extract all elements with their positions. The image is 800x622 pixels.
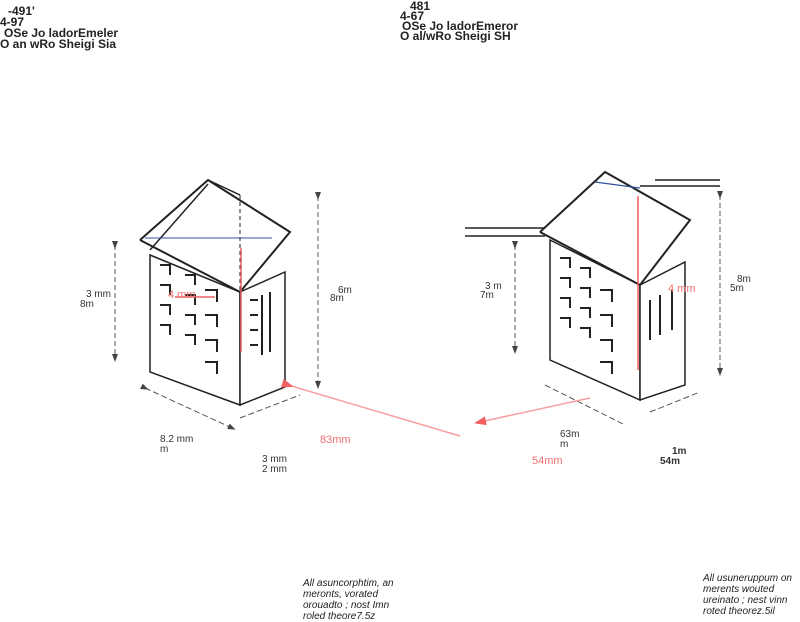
left-dim-width-left xyxy=(140,383,236,430)
right-building-left-face xyxy=(549,238,641,402)
left-height-right-label-1: 6m xyxy=(338,285,352,296)
left-header-line1: -491' xyxy=(8,4,35,18)
right-footnote: All usuneruppum on merents wouted ureina… xyxy=(703,573,792,617)
left-building-windows xyxy=(160,264,271,374)
right-header-line3: OSe Jo ladorEmeror xyxy=(402,19,519,33)
right-blue-line xyxy=(594,181,641,189)
left-width-right-label-2: 2 mm xyxy=(262,464,287,475)
left-inner-red-label: 4 mm xyxy=(168,289,196,301)
right-header-line1: 481 xyxy=(410,0,431,13)
left-width-left-label-1: 8.2 mm xyxy=(160,434,194,445)
right-dim-width-right xyxy=(649,391,701,413)
left-width-left-label-2: m xyxy=(160,444,169,455)
left-header-line2: 4-97 xyxy=(0,15,25,29)
right-inner-red-label: 4 mm xyxy=(668,283,696,295)
left-dim-width-right xyxy=(239,394,301,419)
left-width-right-label-1: 3 mm xyxy=(262,454,287,465)
right-width-left-label-1: 63m xyxy=(560,429,580,440)
right-height-left-label-2: 7m xyxy=(480,290,494,301)
right-width-right-label-2: 54m xyxy=(660,456,681,467)
right-width-right-label-1: 1m xyxy=(672,446,687,457)
left-height-right-label-2: 8m xyxy=(330,293,344,304)
right-dim-width-left xyxy=(544,384,626,426)
right-height-left-label-1: 3 m xyxy=(485,281,502,292)
left-header-line4: O an wRo Sheigi Sia xyxy=(0,37,117,51)
left-header-line3: OSe Jo ladorEmeler xyxy=(4,26,119,40)
right-distance-red-label: 54mm xyxy=(532,455,563,467)
right-width-left-label-2: m xyxy=(560,439,569,450)
right-header-line4: O al/wRo Sheigi SH xyxy=(400,29,511,43)
left-red-distance-arrow xyxy=(280,378,461,437)
left-height-left-label-1: 3 mm xyxy=(86,289,111,300)
right-height-right-label-1: 8m xyxy=(737,274,751,285)
right-building-right-face xyxy=(639,260,686,402)
left-height-left-label-2: 8m xyxy=(80,299,94,310)
right-building-roof xyxy=(539,170,692,287)
left-building xyxy=(139,178,292,407)
right-building xyxy=(465,170,720,402)
left-distance-red-label: 83mm xyxy=(320,434,351,446)
right-building-windows xyxy=(560,257,673,374)
left-footnote: All asuncorphtim, an meronts, vorated or… xyxy=(303,578,394,622)
left-building-roof xyxy=(139,178,292,294)
right-header-line2: 4-67 xyxy=(400,9,425,23)
right-red-distance-arrow xyxy=(474,397,591,426)
right-height-right-label-2: 5m xyxy=(730,283,744,294)
